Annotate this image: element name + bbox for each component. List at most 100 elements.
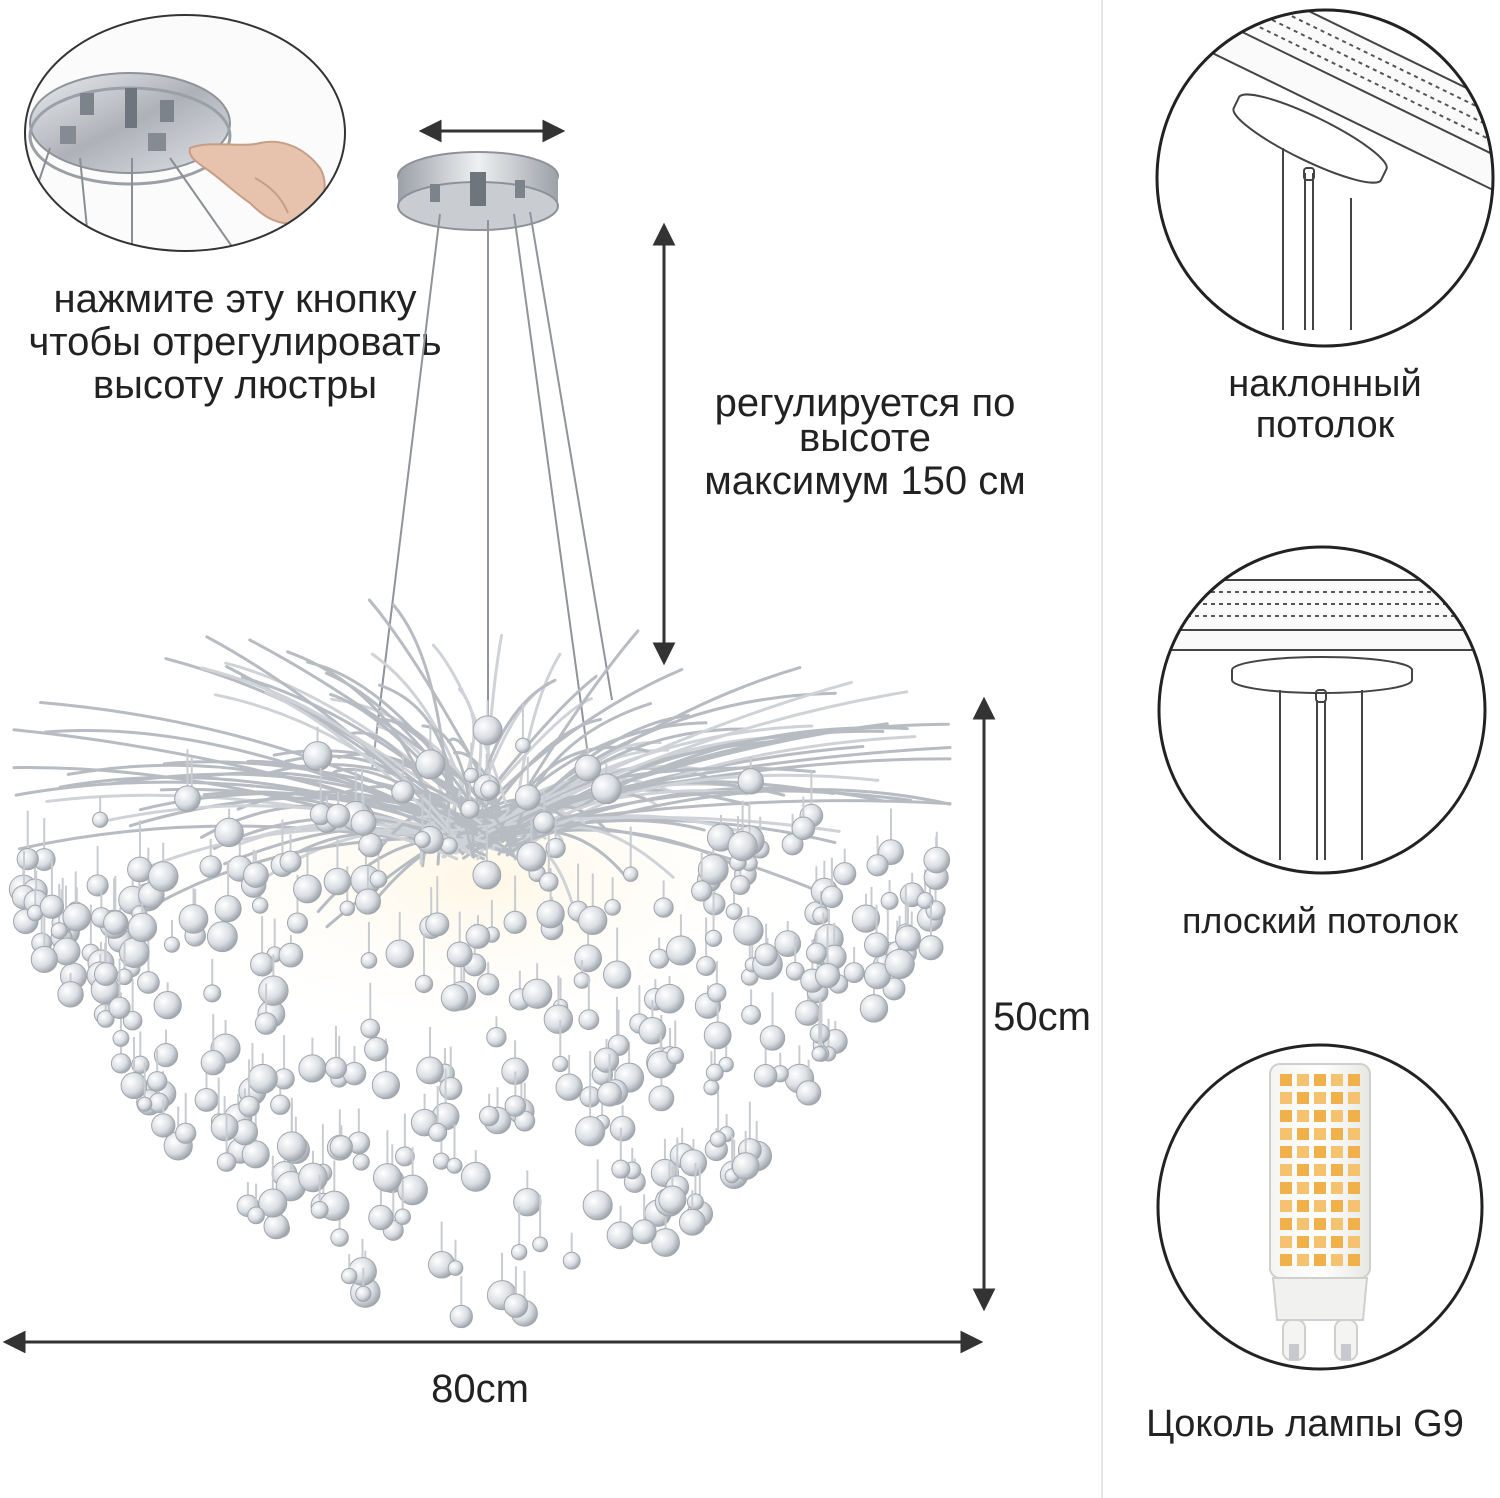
led-chip [1297,1092,1309,1104]
crystal-drop [733,907,764,946]
crystal-drop [394,1179,411,1226]
crystal-drop [216,1113,237,1172]
crystal-drop [238,1059,260,1118]
branch [266,763,519,846]
crystal-drop [214,808,244,848]
width-label: 80cm [431,1367,529,1411]
crystal-drop [522,963,553,1009]
crystal-drop [503,1266,529,1318]
crystal-drop [465,915,491,949]
crystal-drop [665,914,696,966]
crystal-drop [863,904,890,958]
crystal-drop [597,1053,623,1107]
crystal-drop [147,1049,168,1092]
flat-ceiling-label: плоский потолок [1181,900,1459,941]
crystal-drop [691,852,713,902]
sloped-ceiling-line-2: потолок [1255,404,1395,447]
crystal-drop [593,1038,620,1073]
crystal-drop [427,1221,456,1279]
branch [516,773,880,838]
crystal-drop [415,720,446,780]
led-chip [1280,1182,1292,1194]
crystal-drop [446,1124,463,1174]
crystal-drop [428,1086,448,1142]
branch [476,829,626,877]
led-chip [1348,1218,1360,1230]
crystal-drops [8,700,951,1329]
branch [274,694,483,825]
sloped-ceiling-label: наклонный потолок [1180,363,1470,447]
crystal-drop [515,703,531,754]
crystal-drop [653,880,674,918]
crystal-drop [894,902,921,952]
led-chip [1280,1218,1292,1230]
led-chip [1314,1164,1326,1176]
crystal-drop [360,982,381,1039]
branch [391,603,453,854]
crystal-drop [463,742,479,784]
crystal-drop [416,1026,444,1085]
crystal-drop [741,989,762,1025]
led-chip [1331,1236,1343,1248]
led-chip [1297,1146,1309,1158]
crystal-drop [385,911,414,969]
crystal-drop [555,1054,583,1101]
led-chip [1314,1146,1326,1158]
crystal-drop [731,1130,760,1180]
crystal-drop [504,1071,527,1117]
crystal-drop [276,1097,307,1162]
led-chip [1280,1164,1292,1176]
crystal-drop [578,873,608,936]
crystal-drop [820,857,844,909]
crystal-drop [199,838,222,878]
led-chip [1348,1164,1360,1176]
crystal-drop [516,817,547,872]
crystal-drop [709,1091,727,1148]
crystal-drop [460,1150,491,1192]
crystal-drop [108,958,131,1019]
led-chip [1280,1200,1292,1212]
crystal-drop [759,992,786,1051]
crystal-drop [247,1183,265,1225]
branch [456,766,816,826]
height-note-line-3: максимум 150 см [704,459,1026,504]
crystal-drop [582,1159,613,1221]
crystal-drop [440,954,469,1012]
branch [58,775,456,834]
led-chip [1280,1092,1292,1104]
crystal-drop [703,1005,732,1050]
canopy-detail-inset [24,14,346,252]
crystal-drop [86,845,109,897]
crystal-drop [666,1020,685,1065]
crystal-drop [243,851,269,888]
crystal-drop [57,972,84,1008]
height-note-line-1: регулируется по [714,381,1016,425]
crystal-drop [543,975,574,1034]
led-chip [1297,1218,1309,1230]
led-chip [1348,1092,1360,1104]
branch [164,657,479,837]
crystal-drop [805,929,828,964]
crystal-drop [609,1105,636,1142]
led-chip [1297,1182,1309,1194]
crystal-drop [210,1096,239,1142]
crystal-drop [347,1108,371,1155]
crystal-drop [174,749,201,812]
led-chip [1314,1110,1326,1122]
crystal-drop [737,756,764,795]
crystal-drop [254,983,278,1035]
crystal-drop [203,958,222,1003]
crystal-drop [360,921,378,969]
crystal-drop [575,1086,606,1147]
crystal-drop [127,902,158,943]
body-height-label: 50cm [993,995,1091,1039]
crystal-drop [658,1166,687,1214]
crystal-drop [573,960,591,989]
branch [131,827,463,875]
crystal-drop [480,762,500,800]
led-chip [1314,1236,1326,1248]
crystal-drop [606,1205,635,1250]
crystal-drop [62,887,92,932]
crystal-drop [678,1190,706,1236]
crystal-drop [122,979,143,1031]
